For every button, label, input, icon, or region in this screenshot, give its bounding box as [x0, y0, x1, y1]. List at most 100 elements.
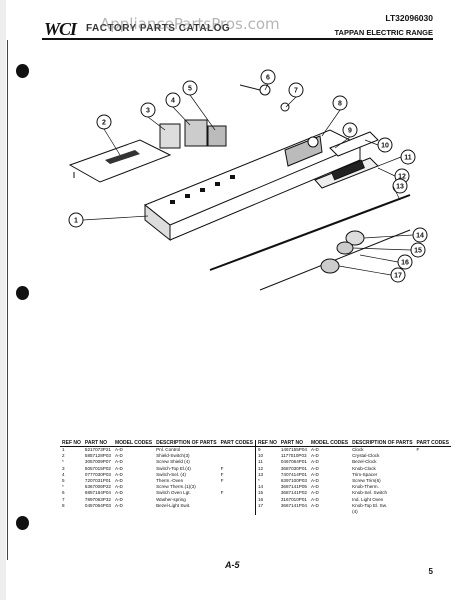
col-description-2: DESCRIPTION OF PARTS: [350, 440, 415, 447]
cell-ref: 17: [254, 502, 279, 510]
cell-part: 0457064P03: [84, 502, 111, 508]
callout-11: 11: [404, 155, 412, 162]
cell-desc: Washer-spring: [156, 496, 186, 502]
cell-ref: [60, 509, 83, 515]
cell-part: 1177010P03: [280, 453, 307, 459]
selector-switch: [184, 119, 208, 147]
knob-sel: [336, 241, 354, 255]
cell-part: 3687141P02: [280, 490, 307, 496]
cell-ref: 9: [254, 446, 279, 454]
cell-part: 7407414P01: [280, 471, 307, 477]
brand-logo: WCI: [44, 19, 77, 39]
cell-ref: 4: [62, 471, 65, 477]
callout-5: 5: [188, 86, 192, 93]
cell-codes: A-D: [114, 459, 123, 465]
parts-table: REF NO PART NO MODEL CODES DESCRIPTION O…: [60, 440, 451, 516]
punch-hole-top: [16, 64, 29, 78]
callout-17: 17: [394, 273, 402, 280]
cell-ref: 2: [62, 453, 65, 459]
cell-ref: *: [254, 478, 279, 485]
cell-ref: 10: [254, 453, 279, 460]
cell-codes: [113, 509, 154, 515]
cell-part: 3667141P04: [280, 502, 307, 508]
cell-desc: Clock: [352, 447, 364, 452]
spring-washer: [280, 102, 290, 112]
cell-ref: 6: [62, 490, 65, 496]
cell-desc: Switch-Sel. (4): [156, 471, 186, 477]
cell-pcode: [219, 509, 256, 515]
cell-codes: A-D: [114, 490, 123, 496]
col-description: DESCRIPTION OF PARTS: [154, 440, 219, 447]
cell-ref: 13: [254, 471, 279, 479]
cell-pcode: [415, 509, 451, 515]
cell-desc: Switch-Top El.(4): [156, 465, 191, 471]
leader-lines: [82, 83, 414, 276]
callout-4: 4: [171, 98, 175, 105]
cell-codes: A-D: [114, 453, 123, 459]
cell-codes: A-D: [310, 471, 319, 477]
callout-16: 16: [401, 260, 409, 267]
cell-pcode: F: [416, 447, 420, 452]
cell-codes: A-D: [310, 484, 319, 490]
cell-codes: A-D: [310, 459, 319, 465]
col-ref-no-2: REF NO: [254, 440, 279, 447]
punch-hole-bottom: [16, 516, 29, 530]
col-part-codes: PART CODES: [218, 440, 256, 447]
callout-13: 13: [396, 184, 404, 191]
cell-part: 3687141P05: [280, 484, 307, 490]
callout-6: 6: [266, 75, 270, 82]
cell-codes: A-D: [310, 465, 319, 471]
switch-shield: [68, 139, 172, 183]
cell-part: 5057015P02: [84, 465, 111, 471]
cell-ref: 7: [62, 496, 65, 502]
product-subtitle: TAPPAN ELECTRIC RANGE: [334, 28, 433, 37]
cell-ref: 5: [62, 478, 65, 484]
col-part-no-2: PART NO: [278, 440, 309, 447]
callout-9: 9: [348, 128, 352, 135]
callout-15: 15: [414, 248, 422, 255]
cell-codes: A-D: [114, 478, 123, 484]
cell-part: 6857184P04: [84, 490, 111, 496]
cell-codes: A-D: [114, 447, 123, 452]
cell-part: 6397100P03: [280, 478, 307, 484]
col-part-no: PART NO: [82, 440, 113, 447]
cell-desc: (4): [352, 509, 358, 515]
cell-pcode: F: [220, 478, 224, 484]
callout-1: 1: [74, 218, 78, 225]
cell-desc: Switch Oven Lgt.: [156, 490, 191, 496]
cell-part: [83, 509, 113, 515]
col-ref-no: REF NO: [60, 440, 83, 447]
cell-pcode: F: [220, 490, 224, 496]
cell-ref: *: [62, 484, 64, 490]
margin-line: [7, 40, 8, 560]
control-panel-bottom: [169, 159, 361, 241]
table-header-row: REF NO PART NO MODEL CODES DESCRIPTION O…: [60, 440, 451, 447]
clock-crystal: [329, 131, 379, 157]
cell-desc: Knob-Sel. Switch: [352, 490, 388, 496]
cell-part: 3167010P01: [280, 496, 307, 502]
watermark: AppliancePartsPros.com: [100, 15, 280, 33]
cell-part: 7897063P32: [84, 496, 111, 502]
table-row: (4): [60, 509, 451, 516]
knob-top: [320, 258, 340, 274]
shield-label: [105, 150, 140, 164]
callout-10: 10: [381, 143, 389, 150]
cell-desc: Knob-Clock: [352, 465, 376, 471]
cell-desc: Trim-Spacer: [352, 471, 378, 477]
cell-ref: 3: [62, 465, 65, 471]
cell-desc: Bezel-Clock: [352, 459, 377, 465]
cell-desc: Screw Shield (4): [156, 459, 190, 465]
cell-desc: Knob-Top El. Sw.: [352, 502, 388, 508]
light-switch-wire: [239, 84, 261, 91]
clock-window: [331, 159, 365, 181]
cell-codes: A-D: [114, 484, 123, 490]
cell-codes: [309, 509, 350, 515]
cell-desc: Bezel-Light Swit.: [156, 502, 191, 508]
